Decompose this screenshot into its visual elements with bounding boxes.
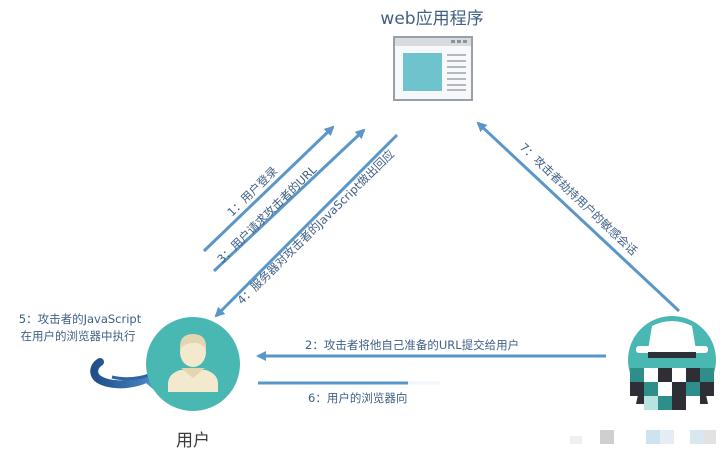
step-2-label: 2：攻击者将他自己准备的URL提交给用户 — [305, 338, 519, 352]
arrow-step-4 — [214, 133, 399, 318]
browser-window-icon — [393, 36, 473, 101]
web-app-title: web应用程序 — [380, 9, 483, 29]
mosaic-noise — [570, 368, 716, 444]
arrow-step-1 — [202, 125, 335, 253]
step-5-label-line1: 5：攻击者的JavaScript — [19, 312, 142, 326]
step-5-label-line2: 在用户的浏览器中执行 — [21, 329, 136, 343]
arrow-step-7 — [476, 121, 681, 313]
user-avatar-icon — [146, 317, 240, 411]
obscured-region — [408, 372, 608, 412]
step-6-label: 6：用户的浏览器向 — [308, 391, 407, 405]
arrow-step-3 — [212, 128, 366, 273]
user-label: 用户 — [176, 431, 210, 451]
step-7-label: 7：攻击者劫持用户的敏感会话 — [517, 140, 641, 258]
